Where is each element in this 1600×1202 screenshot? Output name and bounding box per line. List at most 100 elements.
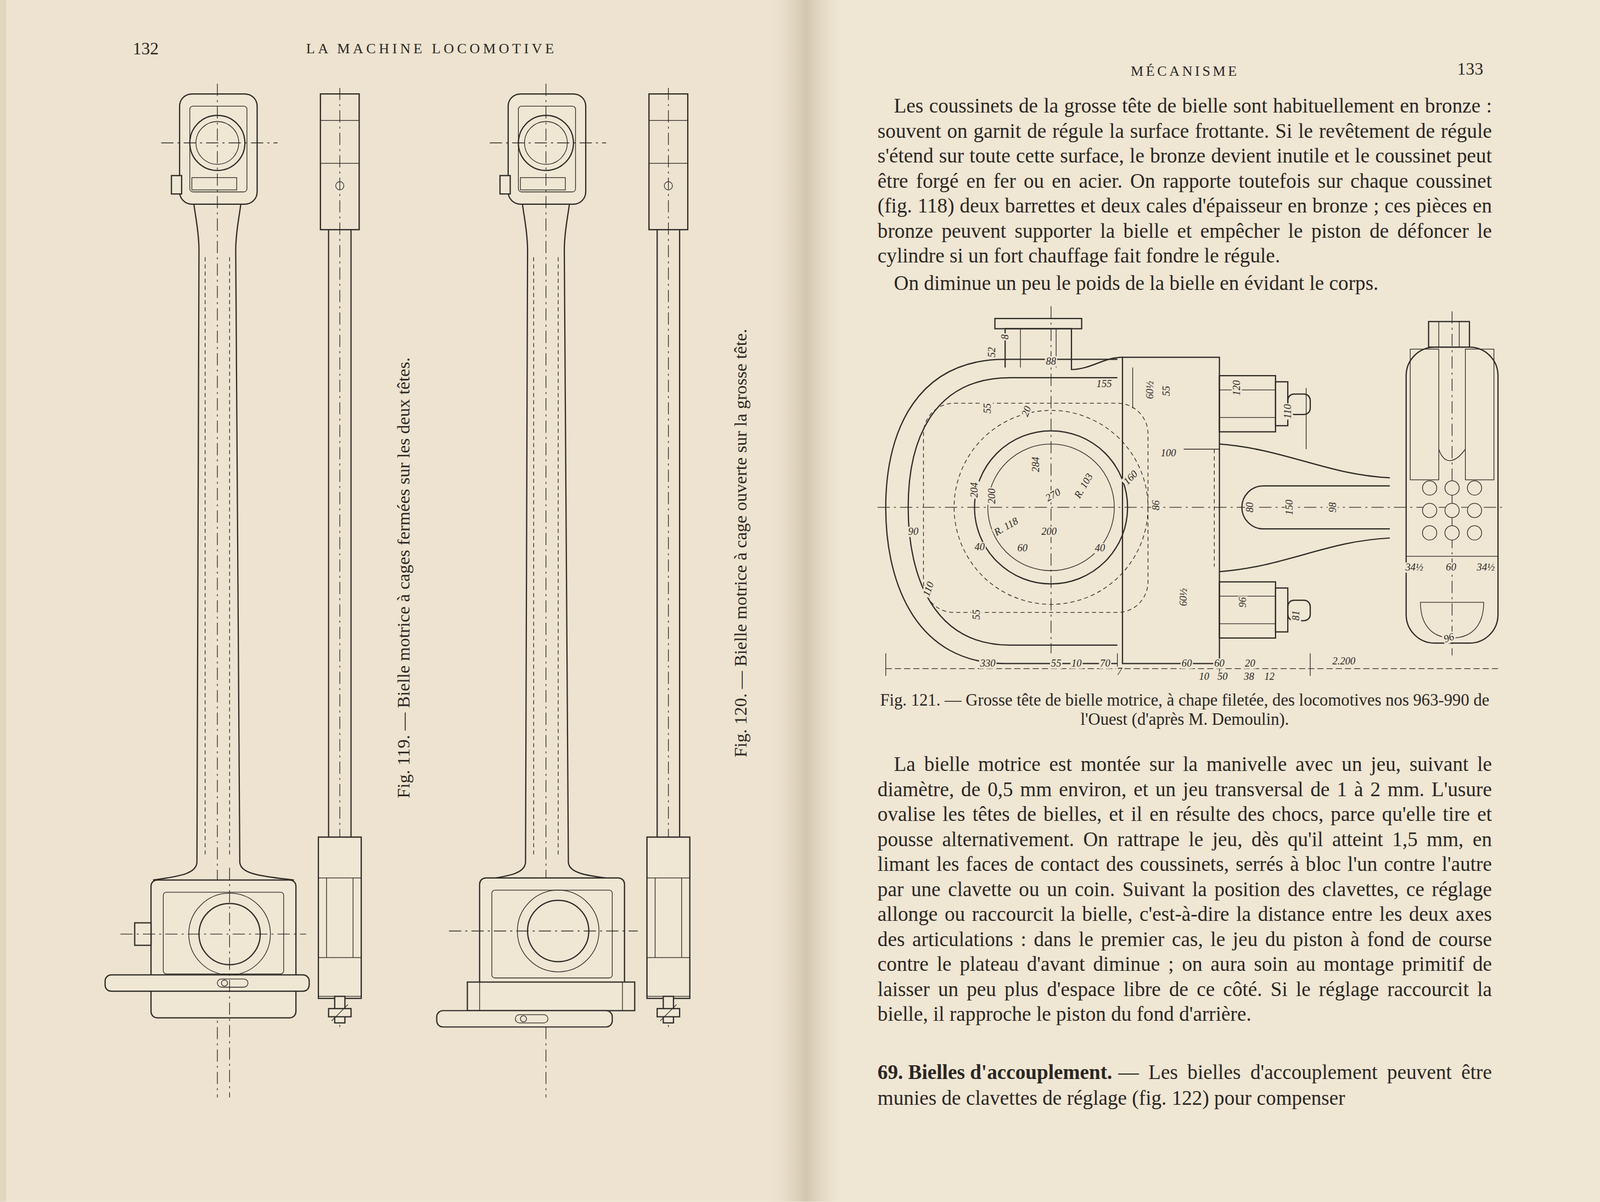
figure-121 — [1019, 328, 1021, 368]
figure-119 — [221, 979, 228, 986]
figure-120 — [479, 877, 625, 991]
running-head: MÉCANISME — [1130, 63, 1240, 80]
dimension-label: 52 — [986, 345, 998, 358]
figure-121 — [1305, 387, 1307, 449]
figure-121 — [953, 410, 1148, 604]
figure-120 — [436, 83, 690, 1097]
figure-120 — [647, 87, 690, 1031]
figure-121 — [1005, 328, 1123, 370]
figure-120 — [436, 1010, 613, 1027]
figure-119 — [104, 83, 362, 1097]
figure-119 — [120, 933, 306, 934]
figure-121 — [923, 402, 1148, 613]
figure-121 — [877, 306, 1503, 676]
dimension-label: 2.200 — [1331, 655, 1357, 667]
page-ground — [0, 0, 7, 1201]
section-view — [1410, 349, 1439, 480]
dimension-label: 155 — [1095, 378, 1114, 390]
section-view — [1438, 321, 1440, 347]
dimension-label: 40 — [973, 541, 986, 553]
figure-119 — [229, 867, 230, 1097]
dimension-label: 100 — [1159, 447, 1178, 459]
figure-120 — [467, 981, 635, 1010]
dimension-label: 20 — [1243, 658, 1256, 669]
figure-caption: Fig. 120. — Bielle motrice à cage ouvert… — [730, 328, 752, 758]
dimension-label: 60½ — [1178, 586, 1189, 607]
nut — [1219, 581, 1276, 638]
section-heading: 69. Bielles d'accouplement. — [877, 1059, 1113, 1085]
figure-121 — [1122, 357, 1220, 664]
dimension-label: 80 — [1244, 501, 1256, 514]
page-ground — [0, 0, 807, 1201]
section-view — [1444, 503, 1459, 518]
dimension-label: 88 — [1045, 356, 1058, 367]
dimension-label: 90 — [907, 526, 920, 537]
dimension-label: 204 — [969, 481, 980, 499]
figure-120 — [621, 981, 623, 1010]
nut — [1219, 417, 1276, 418]
page-ground — [770, 0, 842, 1201]
figure-121 — [885, 358, 1118, 664]
section-view — [1428, 321, 1470, 347]
nut — [1219, 375, 1311, 638]
nut — [1219, 622, 1276, 624]
figure-120 — [515, 1014, 548, 1023]
section-view — [1467, 503, 1482, 518]
dimension-label: 55 — [1050, 658, 1063, 669]
dimension-label: 50 — [1216, 671, 1229, 682]
dimension-label: 20 — [1019, 403, 1034, 419]
dimension-label: 55 — [982, 401, 993, 414]
dimension-label: 10 — [1198, 671, 1211, 682]
dimension-label: 60½ — [1144, 379, 1156, 400]
figure-119 — [217, 978, 249, 987]
dimension-label: 270 — [1042, 486, 1064, 504]
page-number: 133 — [1457, 59, 1484, 80]
figure-121 — [1183, 448, 1220, 449]
dimension-label: 96 — [1237, 596, 1249, 609]
dimension-label: 110 — [921, 579, 937, 599]
section-view — [1422, 480, 1437, 496]
dimension-label: 12 — [1263, 671, 1276, 682]
dimension-label: 7 — [1115, 666, 1124, 677]
dimension-label: 150 — [1284, 498, 1296, 516]
dimension-label: 86 — [1151, 498, 1162, 512]
dimension-label: 10 — [1070, 658, 1083, 669]
figure-119 — [318, 87, 362, 1031]
dimension-label: 120 — [1231, 379, 1243, 397]
figure-119 — [150, 879, 296, 1018]
figure-121 — [1309, 653, 1311, 676]
figure-120 — [479, 981, 480, 1010]
dimension-label: 34½ — [1475, 562, 1496, 573]
figure-121 — [885, 653, 886, 676]
body-paragraph: Les coussinets de la grosse tête de biel… — [877, 92, 1492, 268]
dimension-label: 55 — [1161, 384, 1172, 397]
body-paragraph: La bielle motrice est montée sur la mani… — [877, 750, 1492, 1026]
figure-121 — [987, 444, 1115, 571]
figure-120 — [448, 930, 638, 931]
dimension-label: R. 103 — [1071, 470, 1096, 502]
dimension-label: R. 118 — [991, 515, 1021, 539]
figure-121 — [974, 430, 1128, 585]
dimension-label: 40 — [1093, 542, 1107, 554]
dimension-label: 81 — [1290, 609, 1302, 622]
dimension-label: 98 — [1327, 501, 1339, 514]
figure-120 — [491, 889, 613, 978]
dimension-label: 55 — [971, 608, 982, 621]
dimension-label: 38 — [1242, 671, 1255, 682]
dimension-label: 60 — [1444, 562, 1457, 573]
dimension-label: 60 — [1180, 658, 1193, 669]
section-view — [1422, 525, 1437, 540]
dimension-label: 200 — [1040, 526, 1058, 537]
figure-121 — [908, 377, 1118, 645]
figure-caption: Fig. 119. — Bielle motrice à cages fermé… — [393, 357, 415, 799]
figure-121 — [1132, 367, 1133, 408]
nut — [1275, 587, 1288, 632]
figure-120 — [489, 93, 606, 205]
figure-121 — [1219, 537, 1390, 572]
figure-caption: Fig. 121. — Grosse tête de bielle motric… — [875, 689, 1495, 729]
section-view — [1467, 525, 1482, 540]
body-paragraph: On diminue un peu le poids de la bielle … — [877, 270, 1492, 296]
dimension-label: 8 — [1000, 333, 1011, 341]
